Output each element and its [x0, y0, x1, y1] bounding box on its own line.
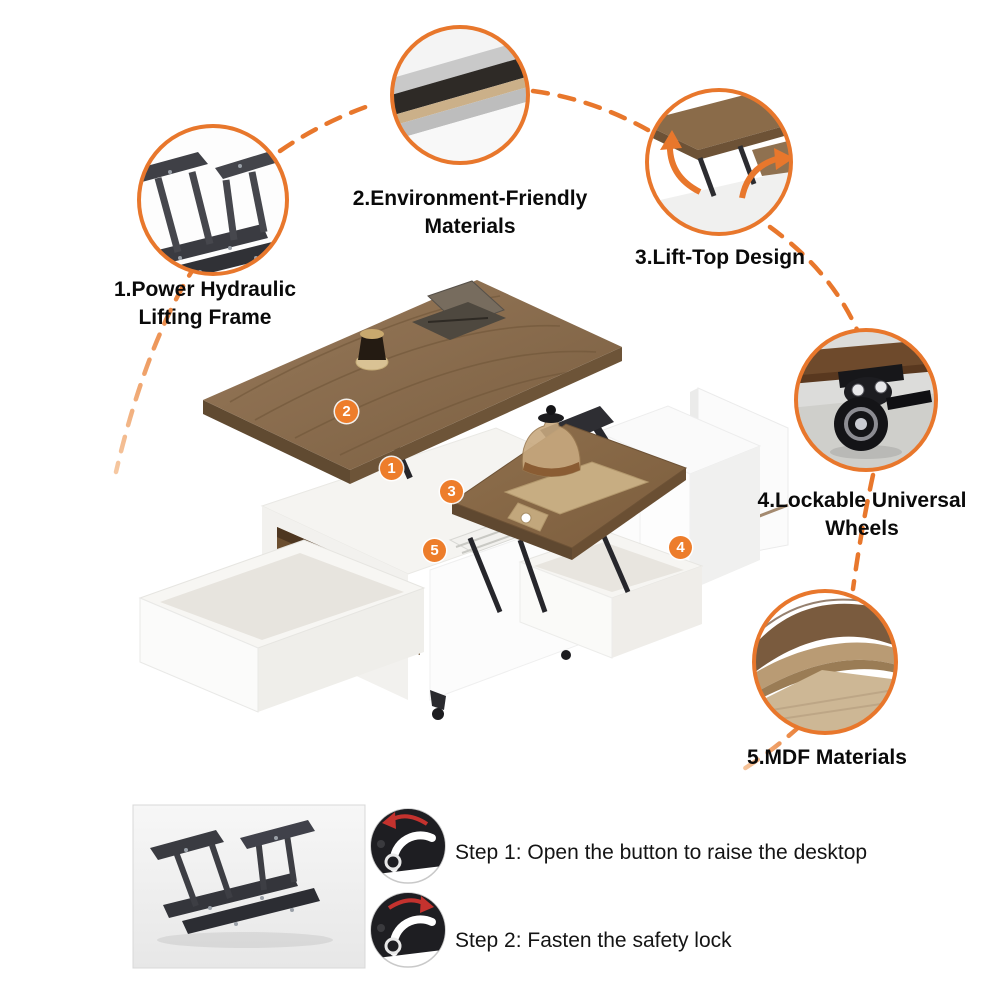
- step1-text: Step 1: Open the button to raise the des…: [455, 841, 868, 864]
- laptop-keyboard-line: [427, 317, 489, 323]
- tabletop-edge-left: [203, 400, 350, 484]
- dashed-connector-1-2: [277, 101, 377, 154]
- table-caster: [432, 708, 444, 720]
- dashed-connector-2-3: [530, 88, 651, 133]
- dashed-connectors: [113, 88, 876, 777]
- step2-knob-icon: [370, 892, 446, 968]
- teapot-lid: [538, 413, 564, 423]
- dashed-connector-3-4: [767, 224, 861, 335]
- feature-circle-wheels: [794, 328, 938, 472]
- step2-text: Step 2: Fasten the safety lock: [455, 929, 732, 952]
- laptop-base: [412, 302, 506, 340]
- feature-circle-lifting-frame: [137, 124, 289, 276]
- feature-label-mdf: 5.MDF Materials: [747, 746, 907, 769]
- callout-badge-4: 4: [669, 536, 692, 559]
- cutting-board-hole: [520, 512, 532, 524]
- drawer-left-right-face: [258, 588, 424, 712]
- table-caster-2: [561, 650, 571, 660]
- teapot-knob: [546, 405, 556, 415]
- tray-edge-right: [572, 468, 686, 560]
- dashed-connector-4-5: [850, 472, 876, 592]
- tray-edge-left: [452, 502, 572, 560]
- coffee-cup: [358, 334, 386, 360]
- feature-label-lift-top: 3.Lift-Top Design: [635, 246, 805, 269]
- callout-badge-5: 5: [423, 539, 446, 562]
- dashed-connector-tail-bottom: [733, 723, 803, 777]
- drawer-right-front: [519, 561, 613, 659]
- table-right-box-face: [690, 446, 760, 590]
- feature-label-wheels: 4.Lockable Universal Wheels: [757, 489, 967, 540]
- feature-circle-lift-top: [645, 88, 793, 236]
- feature-circle-materials: [390, 25, 530, 165]
- product-photo-box: [132, 804, 366, 969]
- tabletop-edge-right: [350, 347, 622, 484]
- step1-knob-icon: [370, 808, 446, 884]
- table-illustration: [138, 280, 789, 720]
- teapot-tea: [523, 462, 580, 477]
- callout-badge-2: 2: [335, 400, 358, 423]
- drawer-left-front-face: [139, 597, 259, 713]
- feature-label-materials: 2.Environment-Friendly Materials: [352, 187, 588, 238]
- table-foot: [430, 690, 446, 710]
- callout-badge-3: 3: [440, 480, 463, 503]
- drawer-left-cavity: [160, 553, 404, 640]
- coffee-cup-top: [360, 329, 384, 339]
- callout-badge-1: 1: [380, 457, 403, 480]
- feature-label-lifting-frame: 1.Power Hydraulic Lifting Frame: [113, 278, 297, 329]
- drawer-right-side: [612, 566, 702, 658]
- dashed-connector-tail-left: [113, 260, 200, 475]
- feature-circle-mdf: [752, 589, 898, 735]
